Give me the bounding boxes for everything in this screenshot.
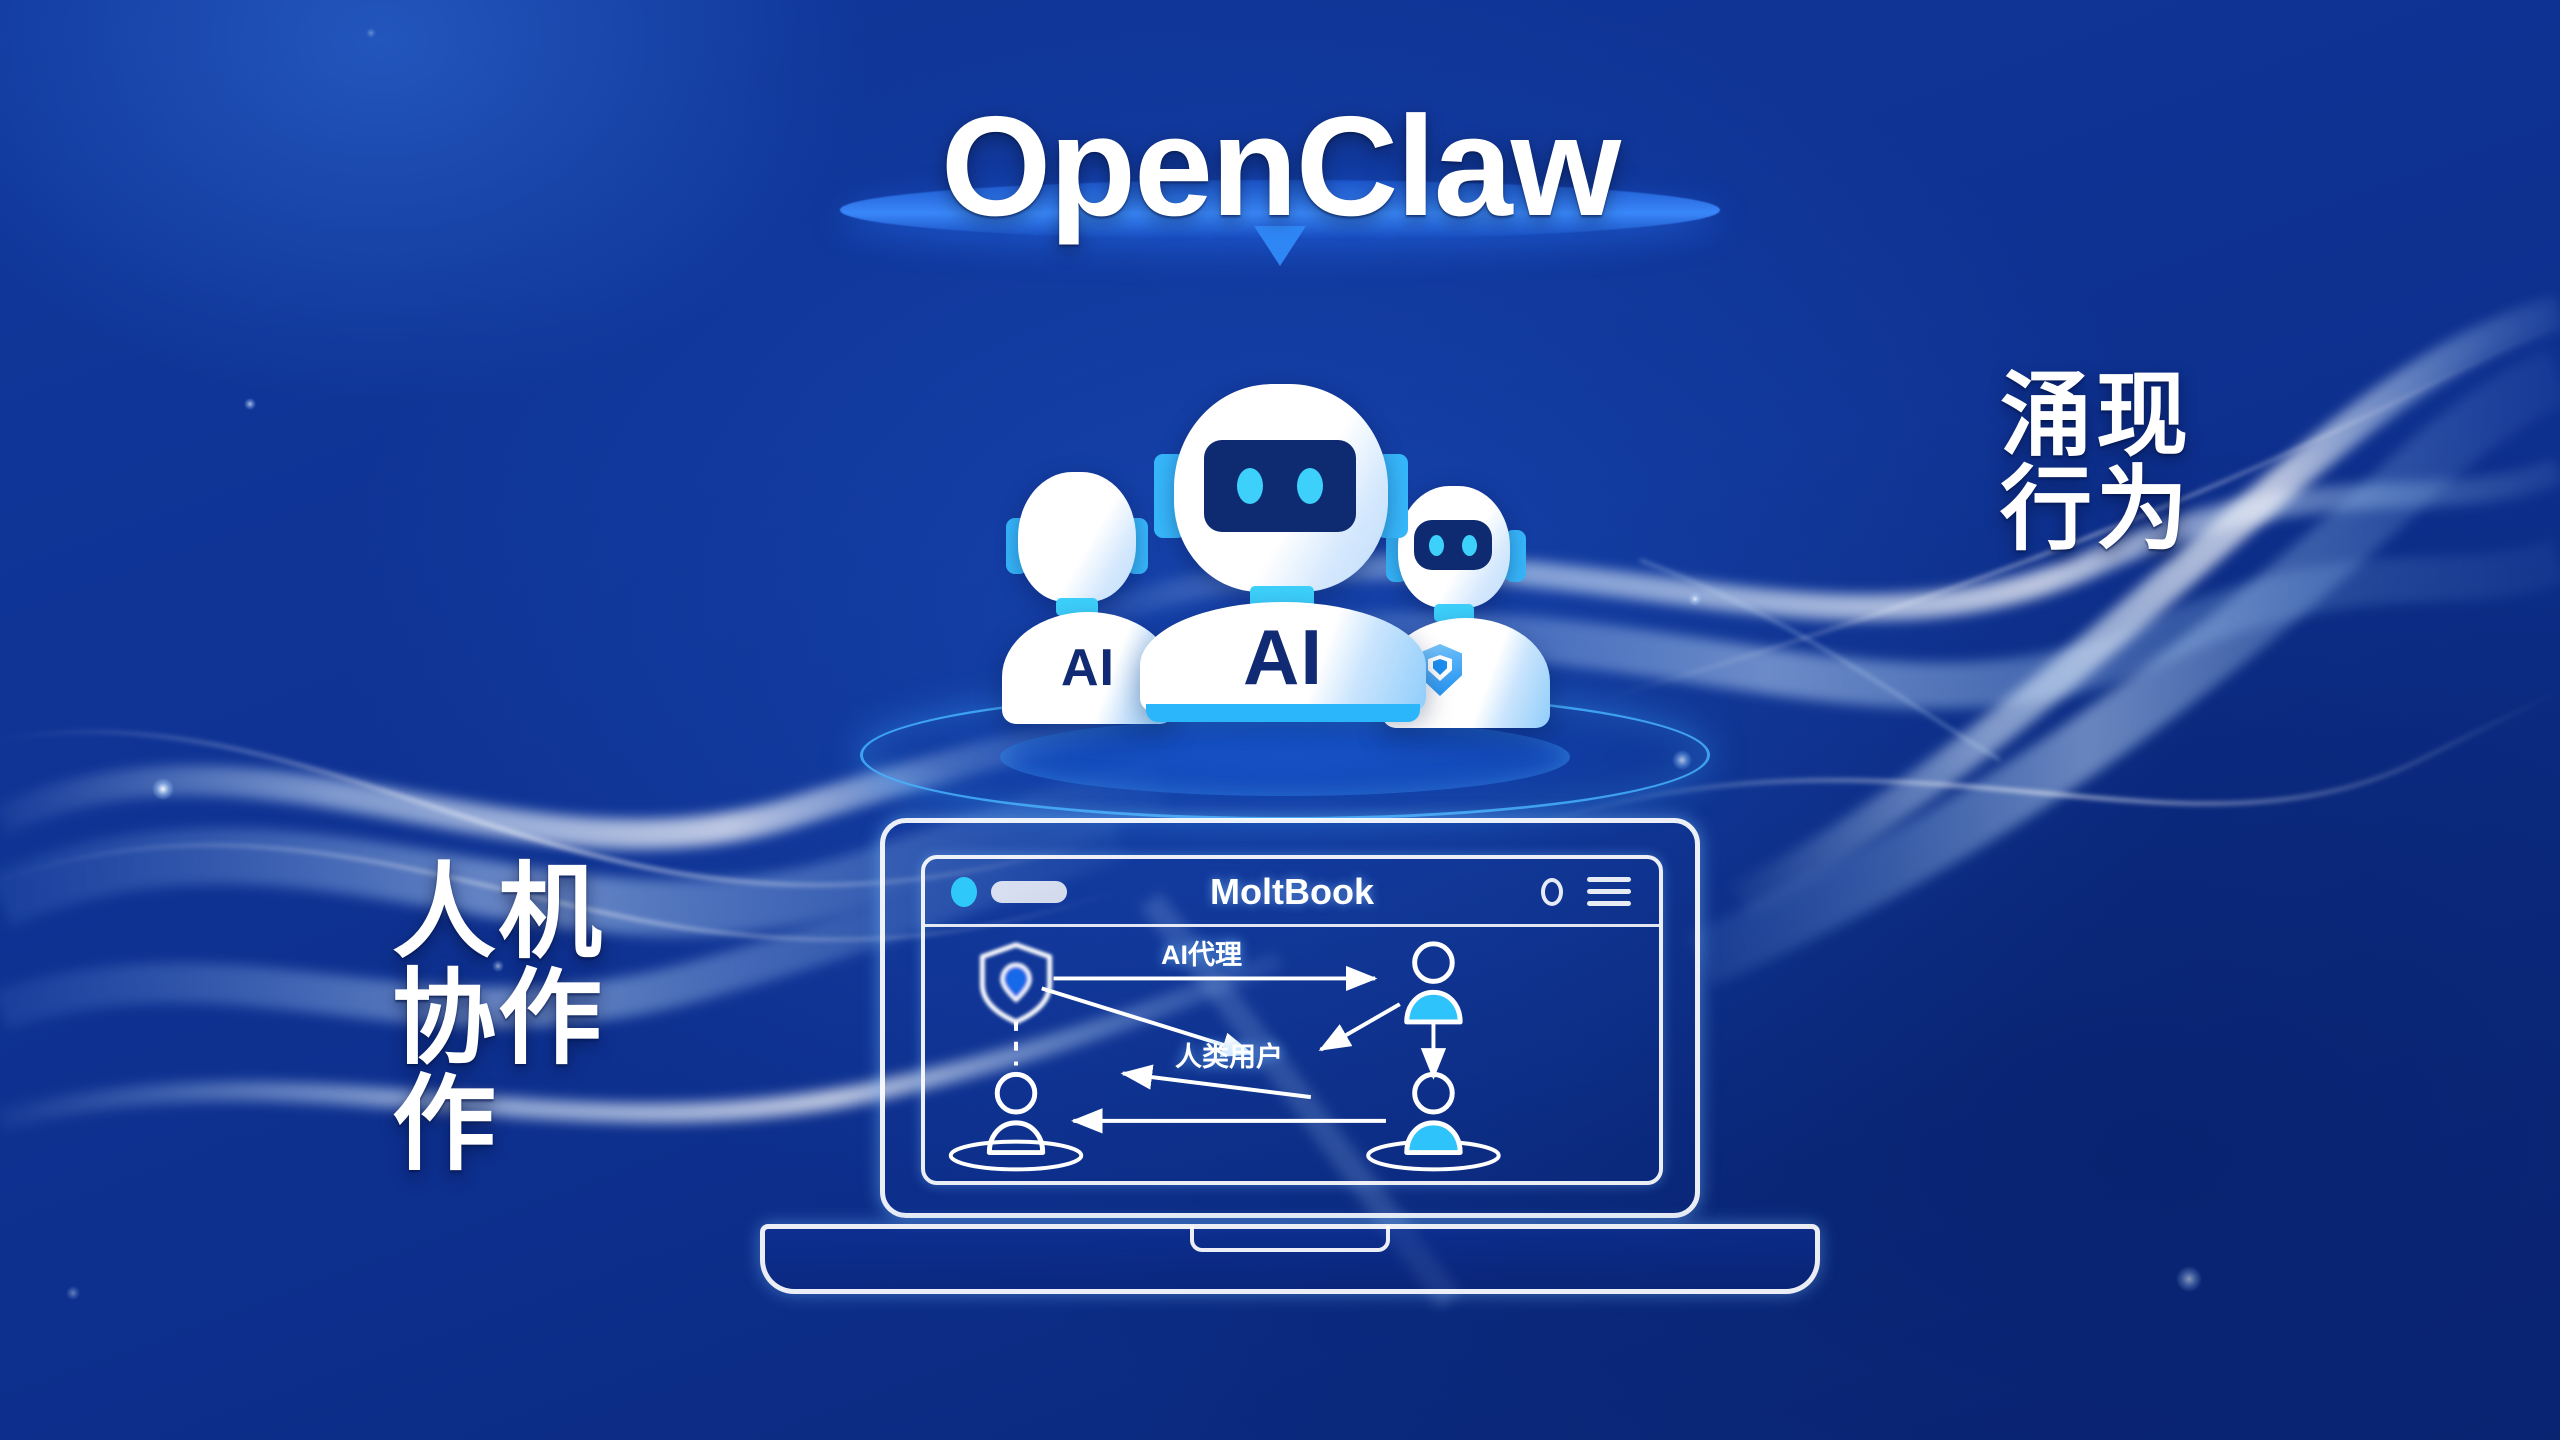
particle-dot <box>244 398 256 410</box>
particle-dot <box>66 1286 80 1300</box>
robot-left: AI <box>1000 432 1180 724</box>
robot-eye-icon <box>1461 534 1477 556</box>
robot-center: AI <box>1140 370 1430 722</box>
connection-user-to-center <box>1318 1002 1401 1052</box>
caption-right-line: 行为 <box>2000 458 2193 561</box>
caption-left-line: 协作 <box>392 961 605 1078</box>
title-area: OpenClaw <box>0 96 2560 238</box>
robot-base-strip <box>1146 704 1420 722</box>
caption-left: 人机 协作 作 <box>392 860 604 1178</box>
connection-shield-to-center <box>1041 986 1254 1058</box>
browser-titlebar: MoltBook <box>925 859 1659 927</box>
robot-eye-icon <box>1429 534 1445 556</box>
robot-center-label: AI <box>1243 612 1323 701</box>
diagram-label-human-user: 人类用户 <box>1175 1042 1283 1072</box>
particle-dot <box>152 778 174 800</box>
browser-window[interactable]: MoltBook <box>921 855 1663 1185</box>
laptop-screen-lid: MoltBook <box>880 818 1700 1218</box>
address-pill-icon[interactable] <box>991 880 1067 903</box>
person-icon-top-right <box>1404 941 1463 1025</box>
caption-left-line: 作 <box>392 1067 499 1184</box>
diagram-graphics <box>948 941 1501 1172</box>
caption-right-line: 涌现 <box>2000 365 2193 467</box>
particle-dot <box>2176 1266 2202 1292</box>
robot-platform-inner-ellipse <box>1000 718 1570 796</box>
caption-right: 涌现 行为 <box>2000 365 2193 561</box>
connection-center-to-user <box>1120 1064 1312 1100</box>
person-icon-bottom-right <box>1366 1071 1501 1172</box>
laptop-base <box>760 1224 1820 1294</box>
robot-head-left-icon <box>1018 472 1136 602</box>
robot-visor <box>1414 520 1492 570</box>
page-title: OpenClaw <box>940 87 1621 246</box>
robot-head-center-icon <box>1174 384 1388 592</box>
status-dot-icon <box>951 876 977 907</box>
robot-neck <box>1056 598 1098 616</box>
agent-human-diagram: AI代理 人类用户 <box>925 927 1659 1181</box>
shield-location-icon <box>979 942 1053 1025</box>
robot-left-label: AI <box>1061 639 1115 697</box>
particle-dot <box>366 28 376 38</box>
laptop-illustration: MoltBook <box>760 800 1820 1320</box>
diagram-label-ai-agent: AI代理 <box>1161 940 1242 970</box>
robot-neck <box>1434 604 1474 622</box>
particle-dot <box>1688 592 1702 606</box>
robot-visor <box>1204 440 1356 532</box>
person-icon-bottom-left <box>948 1071 1084 1172</box>
hamburger-menu-icon[interactable] <box>1587 877 1631 906</box>
laptop-base-notch <box>1190 1226 1390 1252</box>
title-speech-bubble-tail <box>1254 226 1306 266</box>
robot-eye-icon <box>1296 468 1323 504</box>
caption-left-line: 人机 <box>392 855 605 971</box>
robot-eye-icon <box>1237 468 1264 504</box>
circle-icon[interactable] <box>1541 877 1563 906</box>
robot-body-center: AI <box>1140 602 1426 712</box>
browser-title: MoltBook <box>1210 870 1374 912</box>
robot-group: AI <box>1000 370 1560 728</box>
robot-head-right-icon <box>1398 486 1510 608</box>
